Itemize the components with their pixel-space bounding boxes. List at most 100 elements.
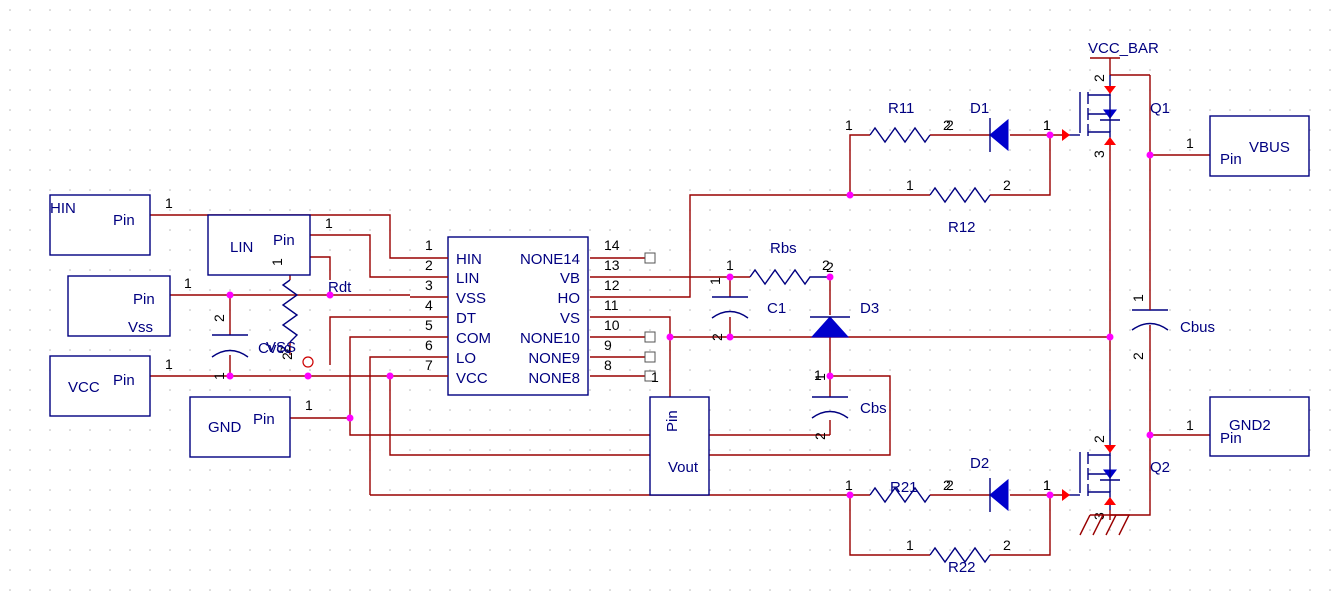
junction-dot: [1046, 491, 1054, 499]
port-name: GND: [208, 419, 242, 436]
port-name: HIN: [50, 200, 76, 217]
diode-pin-num: 1: [814, 367, 822, 383]
supply-vcc-bar: VCC_BAR: [1088, 40, 1159, 57]
no-connect-marker: [644, 252, 656, 264]
diode-d1: D1 2 1: [946, 100, 1051, 152]
mosfet-pin-num: 2: [1091, 435, 1107, 443]
mosfet-q2: Q2 2 1 3: [1043, 410, 1170, 536]
port-pin-num: 1: [305, 397, 313, 413]
mosfet-pin-num: 1: [1043, 477, 1051, 493]
diode-d3: D3 2 1: [810, 259, 879, 383]
resistor-pin-num: 1: [845, 117, 853, 133]
resistor-rbs: Rbs 1 2: [726, 240, 830, 286]
resistor-pin-num: 2: [277, 346, 293, 354]
port-gnd: GND Pin 1: [189, 396, 313, 458]
overlap-text: VSS: [266, 339, 296, 356]
driver-ic-body: [447, 236, 589, 396]
resistor-label: R21: [890, 479, 918, 496]
junction-dot: [1146, 151, 1154, 159]
diode-pin-num: 1: [1043, 117, 1051, 133]
port-pin-num: 1: [1186, 417, 1194, 433]
capacitor-label: Cvcc: [258, 340, 292, 357]
ic-pin-name: LIN: [456, 270, 479, 287]
ic-pin-name: HO: [558, 290, 581, 307]
junction-dot: [846, 191, 854, 199]
port-name: LIN: [230, 239, 253, 256]
port-pin-label: Pin: [1220, 151, 1242, 168]
resistor-pin-num: 2: [1003, 177, 1011, 193]
mosfet-q1: Q1 2 1 3: [1043, 74, 1170, 158]
junction-dot: [304, 372, 312, 380]
port-pin-num: 1: [165, 356, 173, 372]
junction-dot: [846, 491, 854, 499]
ic-pin-name: DT: [456, 310, 476, 327]
ic-pin-name: VSS: [456, 290, 486, 307]
diode-label: D3: [860, 300, 879, 317]
capacitor-pin-num: 1: [812, 373, 828, 381]
port-vout: Pin Vout 1: [649, 369, 710, 496]
ic-pin-name: COM: [456, 330, 491, 347]
resistor-r12: R12 1 2: [906, 177, 1011, 236]
diode-d2: D2 2 1: [946, 455, 1051, 512]
port-pin-label: Pin: [113, 372, 135, 389]
no-connect-marker: [644, 370, 656, 382]
junction-dot: [386, 372, 394, 380]
ic-pin-name: NONE8: [528, 370, 580, 387]
mosfet-pin-num: 3: [1091, 512, 1107, 520]
resistor-pin-num: 1: [845, 477, 853, 493]
junction-dot: [326, 291, 334, 299]
ic-pin-num: 4: [425, 297, 433, 313]
no-connect-marker: [644, 331, 656, 343]
port-vbus: VBUS Pin 1: [1186, 115, 1310, 177]
port-pin-label: Pin: [133, 291, 155, 308]
ic-pin-name: NONE10: [520, 330, 580, 347]
port-pin-label: Pin: [664, 410, 681, 432]
ic-pin-name: HIN: [456, 251, 482, 268]
port-hin: HIN Pin 1: [49, 194, 173, 256]
mosfet-pin-num: 1: [1043, 117, 1051, 133]
junction-dot: [726, 333, 734, 341]
resistor-pin-num: 1: [726, 257, 734, 273]
resistor-pin-num: 1: [269, 258, 285, 266]
ic-pin-num: 7: [425, 357, 433, 373]
supply-label: VCC_BAR: [1088, 40, 1159, 57]
port-pin-label: Pin: [113, 212, 135, 229]
ic-pin-name: NONE9: [528, 350, 580, 367]
diode-pin-num: 2: [946, 117, 954, 133]
capacitor-pin-num: 1: [707, 277, 723, 285]
capacitor-label: Cbs: [860, 400, 887, 417]
capacitor-cbs: Cbs 1 2: [811, 373, 887, 440]
junction-dot: [826, 273, 834, 281]
ic-left-pins: 1 HIN 2 LIN 3 VSS 4 DT 5 COM 6 LO 7 VCC: [425, 237, 491, 387]
resistor-pin-num: 2: [943, 117, 951, 133]
ic-pin-num: 2: [425, 257, 433, 273]
ic-pin-num: 13: [604, 257, 620, 273]
mosfet-label: Q2: [1150, 459, 1170, 476]
capacitor-pin-num: 1: [211, 372, 227, 380]
ic-pin-num: 10: [604, 317, 620, 333]
ic-pin-name: VB: [560, 270, 580, 287]
port-name: VCC: [68, 379, 100, 396]
resistor-label: R12: [948, 219, 976, 236]
resistor-label: Rbs: [770, 240, 797, 257]
open-terminal: [302, 356, 314, 368]
ic-pin-num: 8: [604, 357, 612, 373]
diode-pin-num: 1: [1043, 477, 1051, 493]
resistor-pin-num: 2: [1003, 537, 1011, 553]
port-vcc: VCC Pin 1: [49, 355, 173, 417]
ic-pin-name: NONE14: [520, 251, 580, 268]
capacitor-pin-num: 2: [709, 333, 725, 341]
resistor-r21: R21 1 2: [845, 477, 951, 504]
resistor-rdt: Rdt 1 2: [269, 258, 352, 354]
diode-label: D2: [970, 455, 989, 472]
port-name: VBUS: [1249, 139, 1290, 156]
ground-hatch: [1079, 514, 1130, 536]
port-pin-label: Pin: [253, 411, 275, 428]
ic-pin-name: VS: [560, 310, 580, 327]
port-name: Vss: [128, 319, 153, 336]
junction-dot: [726, 273, 734, 281]
diode-pin-num: 2: [946, 477, 954, 493]
ic-pin-num: 9: [604, 337, 612, 353]
junction-dot: [226, 372, 234, 380]
